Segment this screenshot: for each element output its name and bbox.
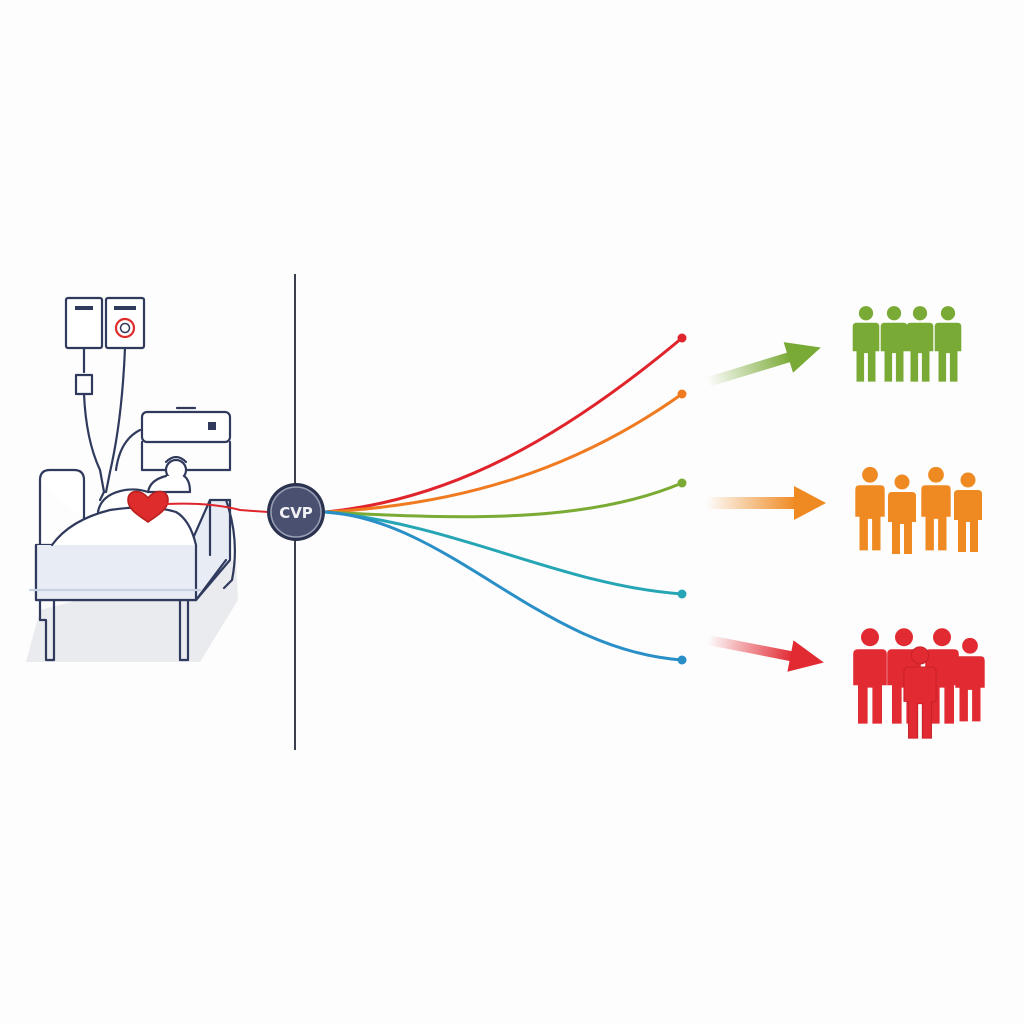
person-icon xyxy=(852,306,880,382)
trajectory-curve-blue xyxy=(323,510,684,662)
heart-icon xyxy=(127,490,169,523)
endpoint-green xyxy=(677,478,687,488)
cvp-node: CVP xyxy=(267,483,325,541)
arrow-green xyxy=(706,342,821,387)
person-icon xyxy=(888,474,916,554)
person-icon xyxy=(855,466,885,551)
arrow-red xyxy=(707,635,824,672)
hospital-bed-icon xyxy=(26,296,238,662)
outcome-group-red xyxy=(853,628,985,739)
person-icon xyxy=(954,472,982,552)
outcome-group-green xyxy=(852,306,962,382)
person-icon xyxy=(955,637,985,722)
arrow-right-icon xyxy=(706,342,826,672)
trajectory-endpoints xyxy=(677,333,687,665)
person-icon xyxy=(934,306,962,382)
endpoint-orange xyxy=(677,389,687,399)
cvp-label: CVP xyxy=(279,504,313,522)
outcome-group-orange xyxy=(855,466,982,554)
endpoint-teal xyxy=(677,589,687,599)
trajectory-curve-teal xyxy=(323,510,684,596)
person-icon xyxy=(853,628,887,724)
trajectory-curve-red xyxy=(323,336,684,514)
trajectory-curve-green xyxy=(323,481,684,519)
endpoint-blue xyxy=(677,655,687,665)
person-icon xyxy=(906,306,934,382)
trajectory-curve-orange xyxy=(323,392,684,514)
endpoint-red xyxy=(677,333,687,343)
monitor-icon xyxy=(64,296,146,350)
cvp-connection-line xyxy=(165,502,269,513)
person-icon xyxy=(921,466,951,551)
arrow-orange xyxy=(706,486,826,520)
person-icon xyxy=(880,306,908,382)
trajectory-curves xyxy=(323,336,684,662)
